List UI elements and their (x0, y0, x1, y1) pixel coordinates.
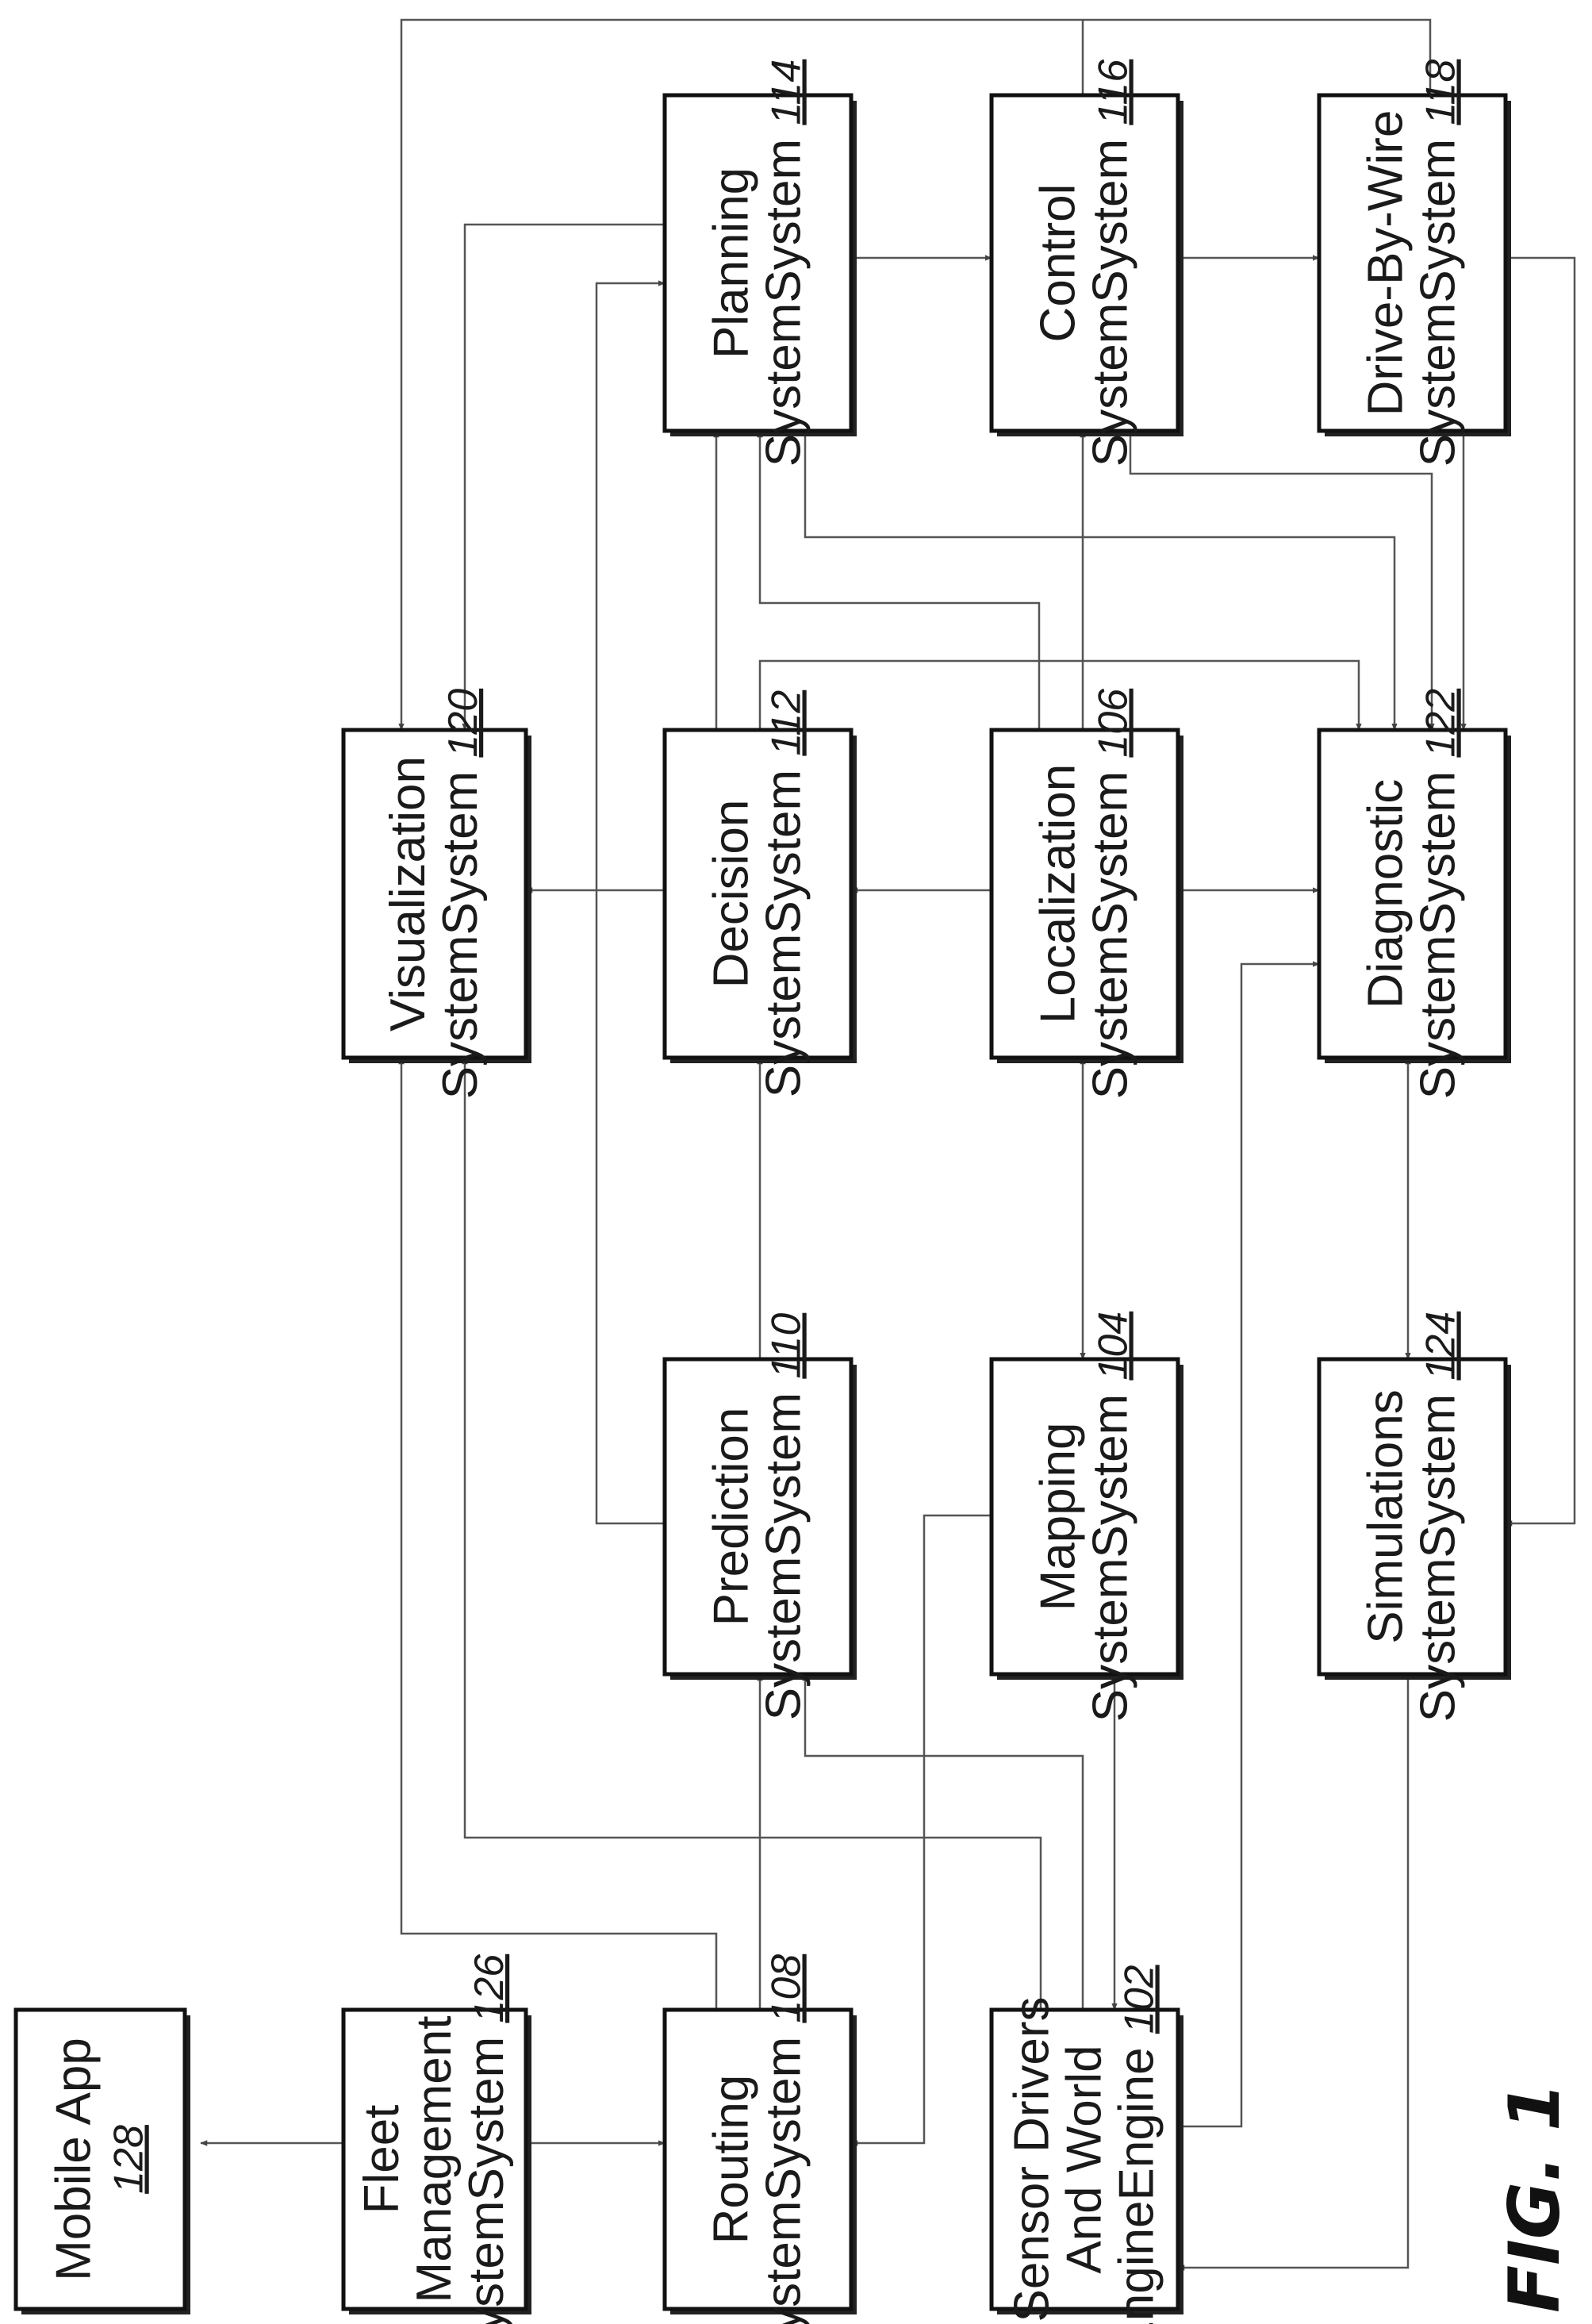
box-label-text: System (1411, 758, 1466, 935)
box-diagnostic: DiagnosticSystemSystem 122 (1319, 689, 1511, 1099)
reference-number: 110 (764, 1313, 810, 1379)
box-label-line: Fleet (355, 2105, 409, 2215)
reference-number: 126 (466, 1954, 512, 2023)
arrow-drive-by-wire-to-simulations (1506, 258, 1575, 1523)
arrow-mapping-to-routing (851, 1515, 992, 2143)
box-label-text: System (1084, 125, 1138, 303)
reference-number: 122 (1418, 689, 1464, 758)
box-label-line: SystemSystem 110 (757, 1313, 811, 1721)
box-fleet-management: FleetManagementSystemSystem 126 (343, 1954, 531, 2324)
box-label-line: 128 (106, 2125, 152, 2194)
box-label-text: System (1084, 758, 1138, 935)
reference-number: 112 (764, 690, 810, 756)
reference-number: 128 (106, 2125, 152, 2194)
box-visualization: VisualizationSystemSystem 120 (343, 689, 531, 1099)
arrow-planning-to-visualization (465, 225, 665, 730)
arrow-control-to-diagnostic (1130, 431, 1432, 730)
box-decision: DecisionSystemSystem 112 (665, 690, 857, 1098)
reference-number: 120 (440, 689, 486, 758)
reference-number: 124 (1418, 1312, 1464, 1381)
reference-number: 104 (1091, 1312, 1137, 1381)
box-label-line: Simulations (1359, 1389, 1414, 1643)
box-label-line: SystemSystem 108 (757, 1954, 811, 2324)
box-label-line: Mobile App (47, 2038, 102, 2281)
box-label-text: System (757, 125, 811, 303)
arrow-simulations-to-sensor (1178, 1674, 1408, 2268)
box-simulations: SimulationsSystemSystem 124 (1319, 1312, 1511, 1722)
arrow-planning-to-diagnostic (805, 431, 1394, 730)
arrow-localization-to-planning (760, 431, 1039, 730)
box-label-line: Visualization (381, 756, 435, 1031)
reference-number: 102 (1117, 1965, 1163, 2034)
box-label-line: Diagnostic (1359, 779, 1414, 1008)
arrow-sensor-to-diagnostic (1178, 964, 1319, 2126)
box-sensor-drivers: Sensor DriversAnd WorldEngineEngine 102 (992, 1965, 1183, 2324)
box-label-line: Control (1031, 184, 1086, 343)
box-label-line: SystemSystem 118 (1411, 60, 1466, 467)
box-label-line: Routing (704, 2075, 759, 2245)
box-label-line: Management (407, 2016, 462, 2303)
box-label-line: Mapping (1031, 1423, 1086, 1611)
box-label-text: System (459, 2023, 514, 2201)
box-routing: RoutingSystemSystem 108 (665, 1954, 857, 2324)
reference-number: 106 (1091, 689, 1137, 758)
box-label-text: System (1084, 1381, 1138, 1558)
box-label-line: Sensor Drivers (1005, 1997, 1060, 2322)
box-label-line: Prediction (704, 1408, 759, 1627)
reference-number: 108 (764, 1954, 810, 2023)
box-label-line: SystemSystem 104 (1084, 1312, 1138, 1722)
box-label-line: SystemSystem 106 (1084, 689, 1138, 1099)
box-mobile-app: Mobile App128 (16, 2010, 190, 2314)
box-label-text: System (757, 2023, 811, 2201)
box-label-line: SystemSystem 122 (1411, 689, 1466, 1099)
box-label-line: Drive-By-Wire (1359, 110, 1414, 417)
box-label-line: SystemSystem 114 (757, 60, 811, 467)
box-label-line: SystemSystem 120 (433, 689, 488, 1099)
box-label-text: System (1411, 1381, 1466, 1558)
box-label-line: And World (1057, 2045, 1112, 2273)
box-label-line: SystemSystem 124 (1411, 1312, 1466, 1722)
reference-number: 116 (1091, 60, 1137, 125)
box-label-line: SystemSystem 116 (1084, 60, 1138, 467)
box-localization: LocalizationSystemSystem 106 (992, 689, 1183, 1099)
box-prediction: PredictionSystemSystem 110 (665, 1313, 857, 1721)
box-label-line: SystemSystem 126 (459, 1954, 514, 2324)
box-label-line: EngineEngine 102 (1110, 1965, 1164, 2324)
box-label-text: System (1411, 125, 1466, 303)
box-planning: PlanningSystemSystem 114 (665, 60, 857, 467)
box-label-text: System (433, 758, 488, 935)
box-mapping: MappingSystemSystem 104 (992, 1312, 1183, 1722)
box-label-text: System (757, 756, 811, 934)
arrow-prediction-to-planning (597, 283, 665, 1523)
box-label-text: System (757, 1379, 811, 1557)
box-label-line: Localization (1031, 764, 1086, 1024)
box-label-line: Planning (704, 167, 759, 359)
box-control: ControlSystemSystem 116 (992, 60, 1183, 467)
figure-label: FIG. 1 (1494, 2083, 1575, 2313)
box-label-line: Decision (704, 800, 759, 989)
system-boxes: Mobile App128FleetManagementSystemSystem… (16, 60, 1511, 2324)
reference-number: 118 (1418, 60, 1464, 125)
arrow-decision-to-diagnostic (760, 661, 1359, 730)
box-label-text: Engine (1110, 2034, 1164, 2200)
box-label-line: SystemSystem 112 (757, 690, 811, 1098)
box-label-drive-by-wire: Drive-By-WireSystemSystem 118 (1359, 60, 1466, 467)
arrow-top-bus-to-visualization (401, 20, 1430, 730)
reference-number: 114 (764, 60, 810, 125)
box-drive-by-wire: Drive-By-WireSystemSystem 118 (1319, 60, 1511, 467)
